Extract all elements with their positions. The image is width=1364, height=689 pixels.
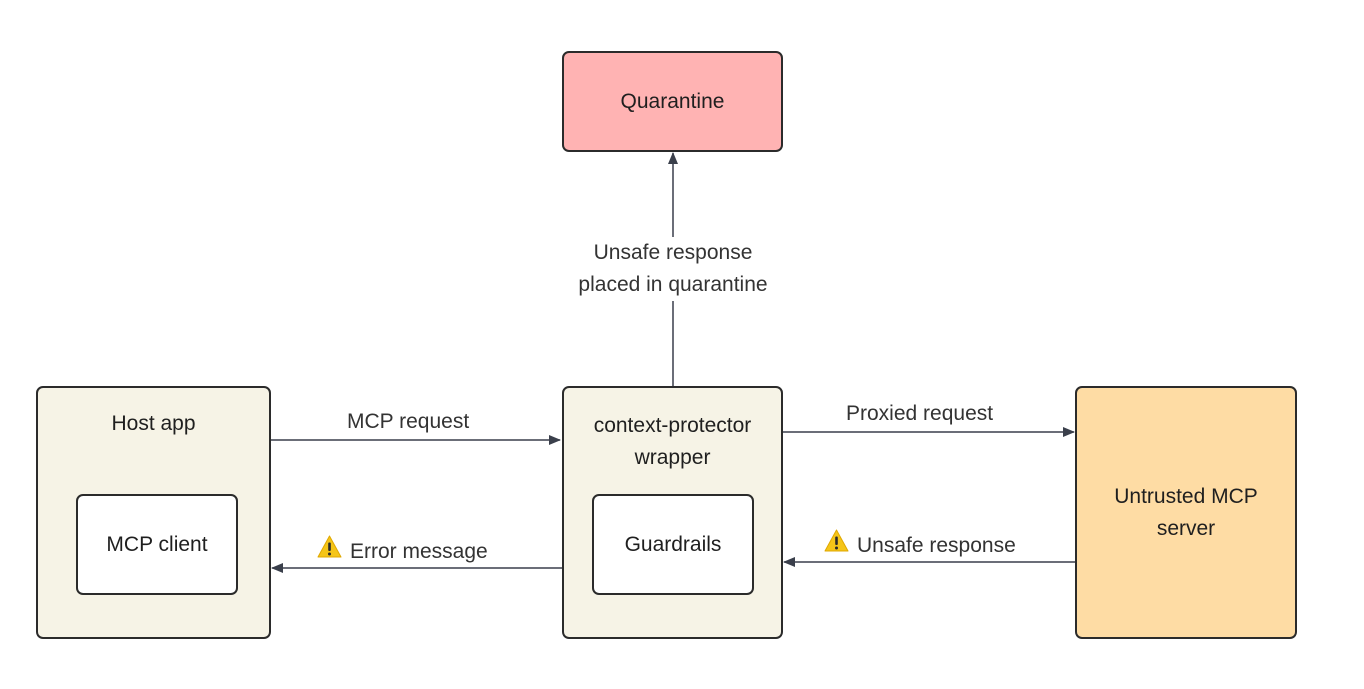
server-label-line1: Untrusted MCP <box>1114 484 1258 508</box>
mcp-request-label: MCP request <box>347 410 470 433</box>
host-app-label: Host app <box>111 412 196 435</box>
quarantine-label: Quarantine <box>620 89 725 113</box>
wrapper-label-line2: wrapper <box>634 446 711 469</box>
mcp-client-node[interactable]: MCP client <box>76 494 238 595</box>
wrapper-label: context-protector wrapper <box>564 410 781 474</box>
guardrails-node[interactable]: Guardrails <box>592 494 754 595</box>
quarantine-node[interactable]: Quarantine <box>562 51 783 152</box>
server-label: Untrusted MCP server <box>1077 388 1295 637</box>
quarantine-edge-line2: placed in quarantine <box>578 273 768 296</box>
unsafe-response-label: Unsafe response <box>824 529 1016 562</box>
guardrails-label: Guardrails <box>624 532 722 556</box>
quarantine-edge-line1: Unsafe response <box>593 241 753 264</box>
host-app-node[interactable]: Host app MCP client <box>36 386 271 639</box>
mcp-client-label: MCP client <box>106 532 208 556</box>
wrapper-node[interactable]: context-protector wrapper Guardrails <box>562 386 783 639</box>
server-label-line2: server <box>1156 516 1216 540</box>
warning-icon <box>317 535 342 568</box>
quarantine-edge-label: Unsafe response placed in quarantine <box>553 237 793 301</box>
error-message-label: Error message <box>317 535 488 568</box>
warning-icon <box>824 529 849 562</box>
server-node[interactable]: Untrusted MCP server <box>1075 386 1297 639</box>
wrapper-label-line1: context-protector <box>593 414 752 437</box>
proxied-request-label: Proxied request <box>846 402 994 425</box>
